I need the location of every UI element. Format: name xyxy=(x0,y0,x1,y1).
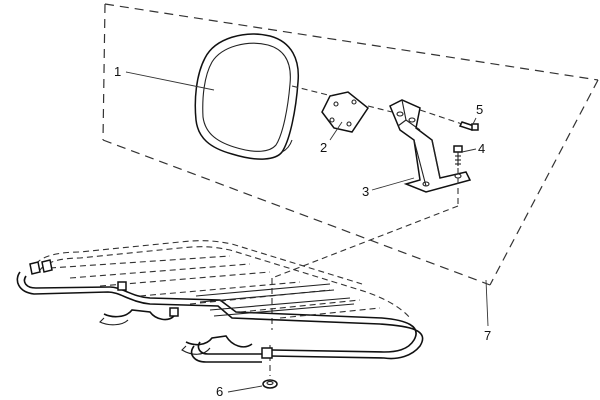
part-rack-frame[interactable] xyxy=(16,240,424,363)
callout-7: 7 xyxy=(484,328,491,343)
part-backrest-pad[interactable] xyxy=(194,33,300,160)
assembly-boundary xyxy=(102,3,599,286)
callout-3: 3 xyxy=(362,184,369,199)
part-mounting-plate[interactable] xyxy=(321,91,370,133)
part-screw[interactable] xyxy=(458,121,479,131)
leader-lines xyxy=(125,71,489,393)
callout-1: 1 xyxy=(114,64,121,79)
part-nut[interactable] xyxy=(262,379,278,389)
callout-5: 5 xyxy=(476,102,483,117)
part-bracket[interactable] xyxy=(389,99,472,193)
callout-2: 2 xyxy=(320,140,327,155)
part-bolt[interactable] xyxy=(453,145,463,166)
callout-labels: 1 2 3 4 5 6 7 xyxy=(114,64,491,399)
callout-4: 4 xyxy=(478,141,485,156)
assembly-guides xyxy=(269,85,463,376)
callout-6: 6 xyxy=(216,384,223,399)
